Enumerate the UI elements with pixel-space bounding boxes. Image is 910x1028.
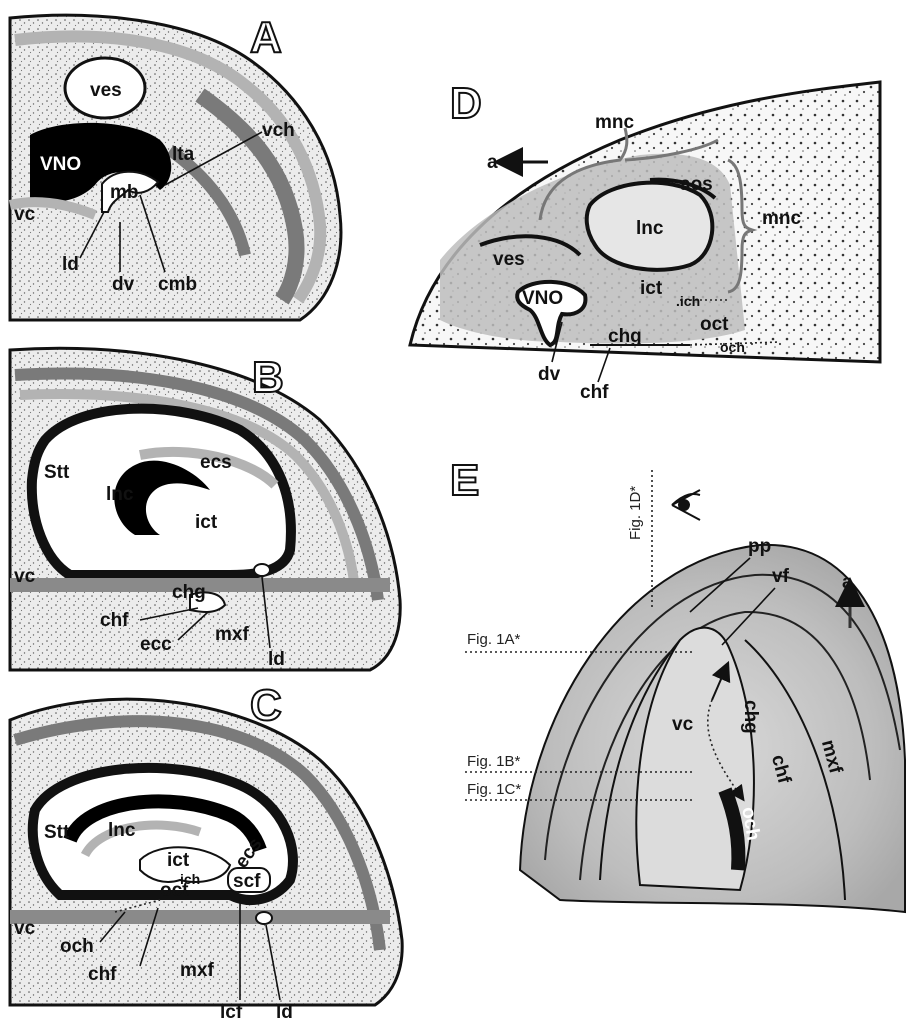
figref-1b: Fig. 1B* (467, 753, 521, 770)
label-oct-d: oct (700, 314, 729, 335)
panel-e (465, 470, 905, 912)
label-oct-c: oct (160, 880, 189, 901)
label-ves-a: ves (90, 80, 122, 101)
label-chg-d: chg (608, 326, 642, 347)
label-lcf-c: lcf (220, 1002, 243, 1023)
label-ecc-b: ecc (140, 634, 172, 655)
label-stt-c: Stt (44, 822, 70, 843)
label-ecs-b: ecs (200, 452, 232, 473)
label-dv-d: dv (538, 364, 561, 385)
label-mnc-top-d: mnc (595, 112, 635, 133)
label-mnc-right-d: mnc (762, 208, 802, 229)
label-dv-a: dv (112, 274, 135, 295)
label-vc-e: vc (672, 714, 694, 735)
label-pp-e: pp (748, 536, 771, 557)
panel-e-letter: E (450, 456, 479, 505)
floor-c (10, 910, 390, 924)
panel-c-letter: C (250, 681, 282, 730)
label-ict-d: ict (640, 278, 663, 299)
label-stt-b: Stt (44, 462, 70, 483)
label-lta-a: lta (172, 144, 195, 165)
label-mxf-c: mxf (180, 960, 214, 981)
label-ld-c: ld (276, 1002, 293, 1023)
label-vc-c: vc (14, 918, 36, 939)
label-a-e: a (842, 572, 853, 593)
stt-chamber-b (32, 409, 291, 575)
eye-icon (672, 490, 700, 520)
ld-c (256, 912, 272, 924)
panel-b (10, 348, 400, 670)
label-lnc-b: lnc (106, 484, 134, 505)
label-ves-d: ves (493, 249, 525, 270)
label-chf-b: chf (100, 610, 129, 631)
label-ld-a: ld (62, 254, 79, 275)
panel-d-letter: D (450, 79, 482, 128)
label-chf-c: chf (88, 964, 117, 985)
label-och-d: och (720, 339, 745, 355)
ld-b (254, 564, 270, 576)
figref-1d: Fig. 1D* (627, 486, 644, 540)
label-aos-d: aos (680, 174, 713, 195)
label-mb-a: mb (110, 182, 139, 203)
label-vc-a: vc (14, 204, 36, 225)
label-chf-d: chf (580, 382, 609, 403)
label-chg-b: chg (172, 582, 206, 603)
label-cmb-a: cmb (158, 274, 197, 295)
label-ich-d: .ich (676, 293, 700, 309)
label-ict-b: ict (195, 512, 218, 533)
label-vf-e: vf (772, 566, 790, 587)
figref-1c: Fig. 1C* (467, 781, 521, 798)
label-lnc-d: lnc (636, 218, 664, 239)
label-a-d: a (487, 152, 498, 173)
panel-b-letter: B (252, 353, 284, 402)
label-ict-c: ict (167, 850, 190, 871)
label-scf-c: scf (233, 871, 261, 892)
label-ld-b: ld (268, 649, 285, 670)
label-vch-a: vch (262, 120, 295, 141)
label-chg-e: chg (740, 700, 761, 734)
figref-1a: Fig. 1A* (467, 631, 521, 648)
label-vc-b: vc (14, 566, 36, 587)
label-mxf-b: mxf (215, 624, 249, 645)
label-lnc-c: lnc (108, 820, 136, 841)
label-vno-a: VNO (40, 154, 81, 175)
label-och-c: och (60, 936, 94, 957)
panel-a-letter: A (250, 13, 282, 62)
label-vno-d: VNO (522, 288, 563, 309)
